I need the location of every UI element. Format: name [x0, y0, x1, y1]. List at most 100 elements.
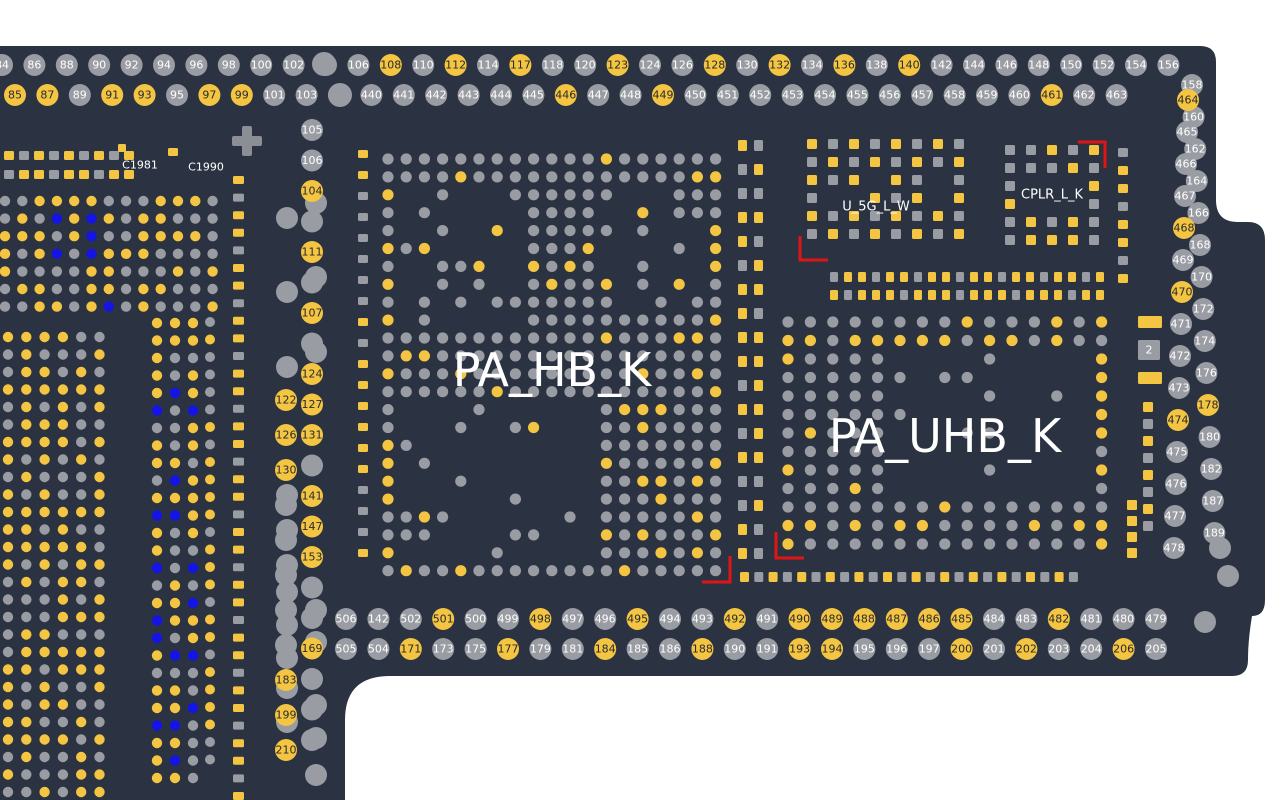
smd-pad-row-bottom [740, 572, 749, 582]
lga-pad-cplr [1047, 217, 1057, 227]
pin-number: 132 [769, 59, 790, 72]
bga-ball-pa-hb [418, 296, 430, 308]
bga-ball-left-lower [94, 454, 105, 465]
smd-pad-left-col [233, 651, 244, 660]
smd-pad-top-left [79, 151, 89, 160]
bga-ball-pa-hb [582, 565, 594, 577]
bga-ball-left-upper [120, 213, 132, 224]
bga-ball-pa-uhb [1073, 316, 1085, 328]
bga-ball-left-strip [187, 597, 199, 609]
bga-ball-left-upper [0, 283, 11, 295]
bga-ball-pa-uhb [1096, 390, 1108, 402]
bga-ball-pa-uhb [804, 334, 817, 347]
bga-ball-pa-uhb [1096, 353, 1108, 365]
smd-pad-row [1068, 272, 1076, 282]
bga-ball-pa-hb [528, 368, 540, 380]
pin-number: 474 [1168, 414, 1189, 427]
smd-pad-pa-hb-side [358, 318, 368, 326]
bga-ball-left-lower [94, 559, 105, 570]
bga-ball-pa-hb [600, 421, 613, 434]
pin-number: 449 [653, 89, 674, 102]
bga-ball-left-edge [205, 422, 215, 432]
smd-pad-row [1012, 290, 1020, 300]
bga-ball-pa-hb [673, 421, 685, 434]
bga-ball-pa-hb [710, 368, 722, 380]
pin-197: 197 [918, 638, 941, 660]
pin-130: 130 [736, 54, 759, 76]
bga-ball-pa-hb [655, 368, 667, 380]
bga-ball-left-strip [169, 440, 181, 451]
pin-141: 141 [301, 485, 323, 507]
bga-ball-left-lower [2, 664, 14, 675]
bga-ball-pa-hb [691, 171, 704, 183]
bga-ball-pa-hb [691, 439, 704, 451]
bga-ball-left-upper [86, 195, 97, 207]
smd-pad-col [738, 476, 747, 487]
lga-pad-u5g [912, 193, 922, 203]
pin-dot [1008, 84, 1031, 106]
bga-ball-left-lower [39, 751, 50, 763]
bga-ball-left-strip [151, 422, 163, 434]
smd-pad-row [1096, 272, 1104, 282]
pin-number: 502 [400, 613, 421, 626]
pin-dot [275, 459, 297, 481]
pin-196: 196 [885, 638, 908, 660]
lga-pad-u5g [954, 175, 964, 185]
bga-ball-pa-hb [691, 565, 704, 577]
pin-171: 171 [399, 638, 422, 660]
bga-ball-pa-hb [455, 260, 467, 272]
smd-pad-row [1068, 290, 1076, 300]
bga-ball-pa-hb [418, 386, 430, 398]
bga-ball-pa-hb [382, 421, 394, 434]
bga-ball-left-strip [151, 580, 163, 591]
smd-pad-pa-hb-side [358, 507, 368, 515]
pin-dot [1185, 170, 1208, 192]
bga-ball-left-upper [17, 231, 28, 242]
bga-ball-pa-hb [655, 153, 667, 165]
bga-ball-pa-hb [546, 207, 558, 219]
pin-478: 478 [1163, 537, 1185, 559]
bga-ball-pa-hb [600, 278, 613, 290]
bga-ball-left-upper [17, 248, 28, 259]
bga-ball-left-upper [69, 301, 80, 312]
smd-pad-left-col [233, 492, 244, 501]
pin-number: 185 [627, 643, 648, 656]
bga-ball-left-lower [94, 611, 105, 623]
bga-ball-left-lower [2, 576, 14, 588]
pin-number: 92 [125, 59, 139, 72]
bga-ball-left-upper [155, 248, 166, 259]
pin-204: 204 [1080, 638, 1103, 660]
smd-pad-left-col [233, 316, 244, 325]
pin-number: 476 [1166, 478, 1187, 491]
pin-dot [301, 180, 323, 202]
bga-ball-left-upper [51, 248, 63, 259]
bga-ball-left-lower [21, 471, 32, 483]
pad-large [305, 764, 327, 786]
bga-ball-left-lower [94, 331, 105, 343]
pin-number: 505 [336, 643, 357, 656]
smd-pad-pa-hb-side [358, 213, 368, 221]
bga-ball-left-strip [169, 650, 181, 661]
bga-ball-left-lower [57, 471, 69, 483]
pin-number: 194 [822, 643, 843, 656]
pin-number: 483 [1016, 613, 1037, 626]
bga-ball-pa-hb [619, 171, 631, 183]
pin-dot [198, 84, 221, 106]
bga-ball-pa-hb [673, 242, 685, 255]
pin-number: 181 [562, 643, 583, 656]
bga-ball-pa-hb [600, 332, 613, 344]
bga-ball-left-lower [94, 576, 105, 588]
bga-ball-pa-hb [637, 421, 649, 434]
pin-464: 464 [1177, 89, 1199, 111]
pin-dot [1040, 84, 1063, 106]
bga-ball-pa-uhb [804, 464, 817, 476]
pin-dot [1198, 426, 1221, 448]
bga-ball-left-strip [187, 422, 199, 434]
pin-dot [301, 332, 323, 355]
pin-number: 110 [413, 59, 434, 72]
smd-pad-row-bottom [1040, 572, 1050, 582]
bga-ball-left-strip [187, 317, 199, 329]
bga-ball-pa-hb [564, 296, 576, 308]
pin-number: 131 [302, 429, 323, 442]
bga-ball-pa-hb [528, 314, 540, 326]
